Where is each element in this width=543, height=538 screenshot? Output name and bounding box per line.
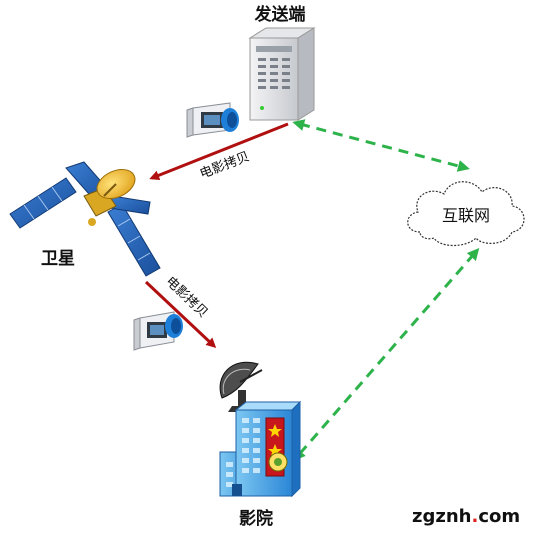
satellite-label: 卫星 bbox=[41, 249, 75, 269]
internet-link-sender bbox=[292, 119, 470, 172]
watermark-text: zgznh.com bbox=[412, 506, 520, 527]
sender-label: 发送端 bbox=[254, 4, 306, 25]
copy-label-top: 电影拷贝 bbox=[198, 149, 252, 182]
server-icon bbox=[248, 27, 316, 121]
internet-label: 互联网 bbox=[442, 206, 490, 225]
copy-arrow-to-satellite bbox=[149, 122, 289, 181]
watermark: zgznh.com bbox=[412, 506, 520, 527]
internet-link-cinema bbox=[293, 247, 480, 462]
cinema-label: 影院 bbox=[239, 508, 273, 529]
copy-arrow-to-cinema bbox=[144, 280, 217, 349]
cloud-icon bbox=[407, 181, 525, 247]
cinema-building-icon bbox=[219, 400, 302, 498]
watermark-dot: . bbox=[471, 506, 478, 527]
watermark-tld: com bbox=[478, 506, 520, 527]
film-copy-icon bbox=[186, 102, 239, 138]
satellite-icon bbox=[9, 161, 161, 277]
film-copy-icon bbox=[133, 311, 183, 351]
watermark-main: zgznh bbox=[412, 506, 471, 527]
